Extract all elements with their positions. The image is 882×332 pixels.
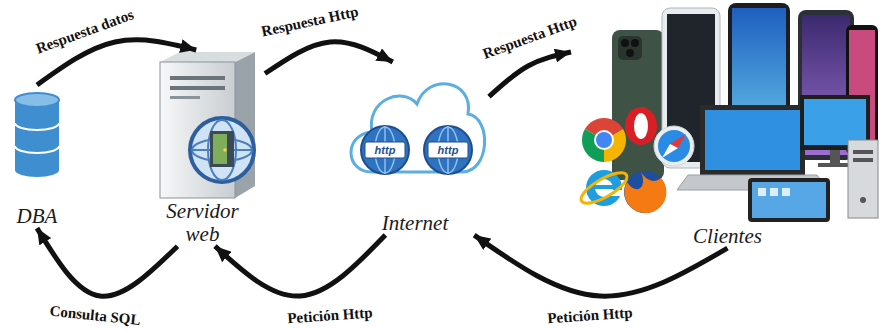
clients-devices [612,3,878,222]
server-node: Servidor web [140,50,265,246]
flow-arrow [489,52,571,97]
server-icon [160,52,255,198]
edge-label: Petición Http [285,304,375,327]
globe-icon [424,126,472,174]
edge-label: Respuesta Http [258,3,362,41]
node-label: Clientes [571,225,882,248]
database-icon [15,93,59,177]
browser-logos [577,107,694,213]
edge-label: Respuesta datos [32,6,138,59]
edge-label: Consulta SQL [47,302,144,329]
node-label: Internet [341,212,489,235]
flow-arrow [37,40,196,85]
protocol-label: http [428,143,468,157]
edge-label: Petición Http [545,304,635,327]
internet-cloud [351,84,485,174]
flow-arrow [37,228,178,296]
edge-label: Respuesta Http [479,12,581,63]
flow-arrow [215,235,385,296]
node-label: DBA [2,205,72,228]
clients-node: Clientes [571,3,882,248]
flow-arrow [474,235,727,296]
protocol-label: http [365,143,405,157]
globe-icon [361,126,409,174]
node-label: Servidor web [155,200,250,246]
internet-node: Internet [341,62,489,235]
flow-arrow [265,42,393,74]
database-node: DBA [2,85,72,228]
